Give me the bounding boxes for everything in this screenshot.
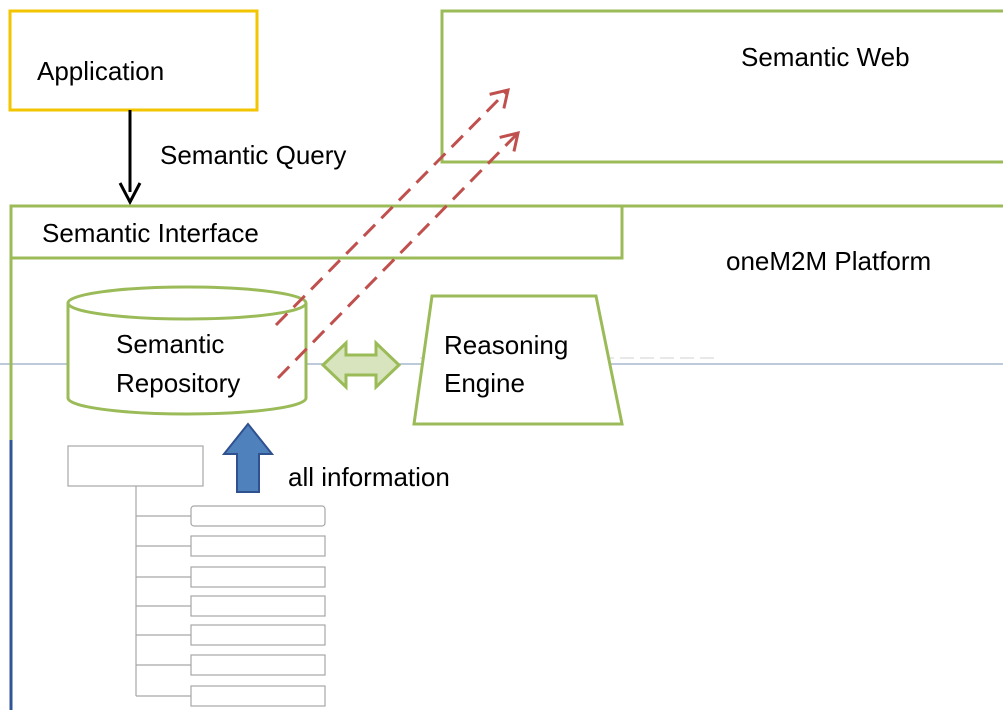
semantic-query-arrowhead — [118, 182, 142, 206]
double-arrow — [320, 339, 402, 391]
dashed-arrow-upper — [274, 87, 510, 327]
all-information-label: all information — [288, 462, 450, 492]
application-label: Application — [37, 56, 164, 86]
tree-child-node — [190, 566, 326, 588]
tree-child-node — [190, 535, 326, 557]
semantic-web-label: Semantic Web — [741, 42, 910, 72]
reasoning-engine-trapezoid — [412, 294, 624, 426]
semantic-query-label: Semantic Query — [160, 140, 346, 170]
repository-label-line1: Semantic — [116, 329, 224, 359]
semantic-interface-box — [9, 204, 624, 260]
reasoning-label-line1: Reasoning — [444, 330, 568, 360]
all-information-arrow — [221, 422, 275, 493]
resource-tree — [67, 445, 326, 707]
reasoning-label-line2: Engine — [444, 368, 525, 398]
tree-child-node — [190, 505, 326, 527]
tree-root-node — [67, 445, 204, 487]
semantic-interface-label: Semantic Interface — [42, 218, 259, 248]
tree-child-node — [190, 595, 326, 617]
application-box — [8, 9, 259, 112]
tree-child-node — [190, 624, 326, 646]
tree-child-node — [190, 685, 326, 707]
semantic-web-box — [440, 9, 1003, 164]
tree-child-node — [190, 654, 326, 676]
dashed-arrow-lower — [276, 130, 520, 380]
repository-label-line2: Repository — [116, 368, 240, 398]
onem2m-platform-label: oneM2M Platform — [726, 246, 931, 276]
semantic-repository-cylinder — [66, 285, 308, 416]
